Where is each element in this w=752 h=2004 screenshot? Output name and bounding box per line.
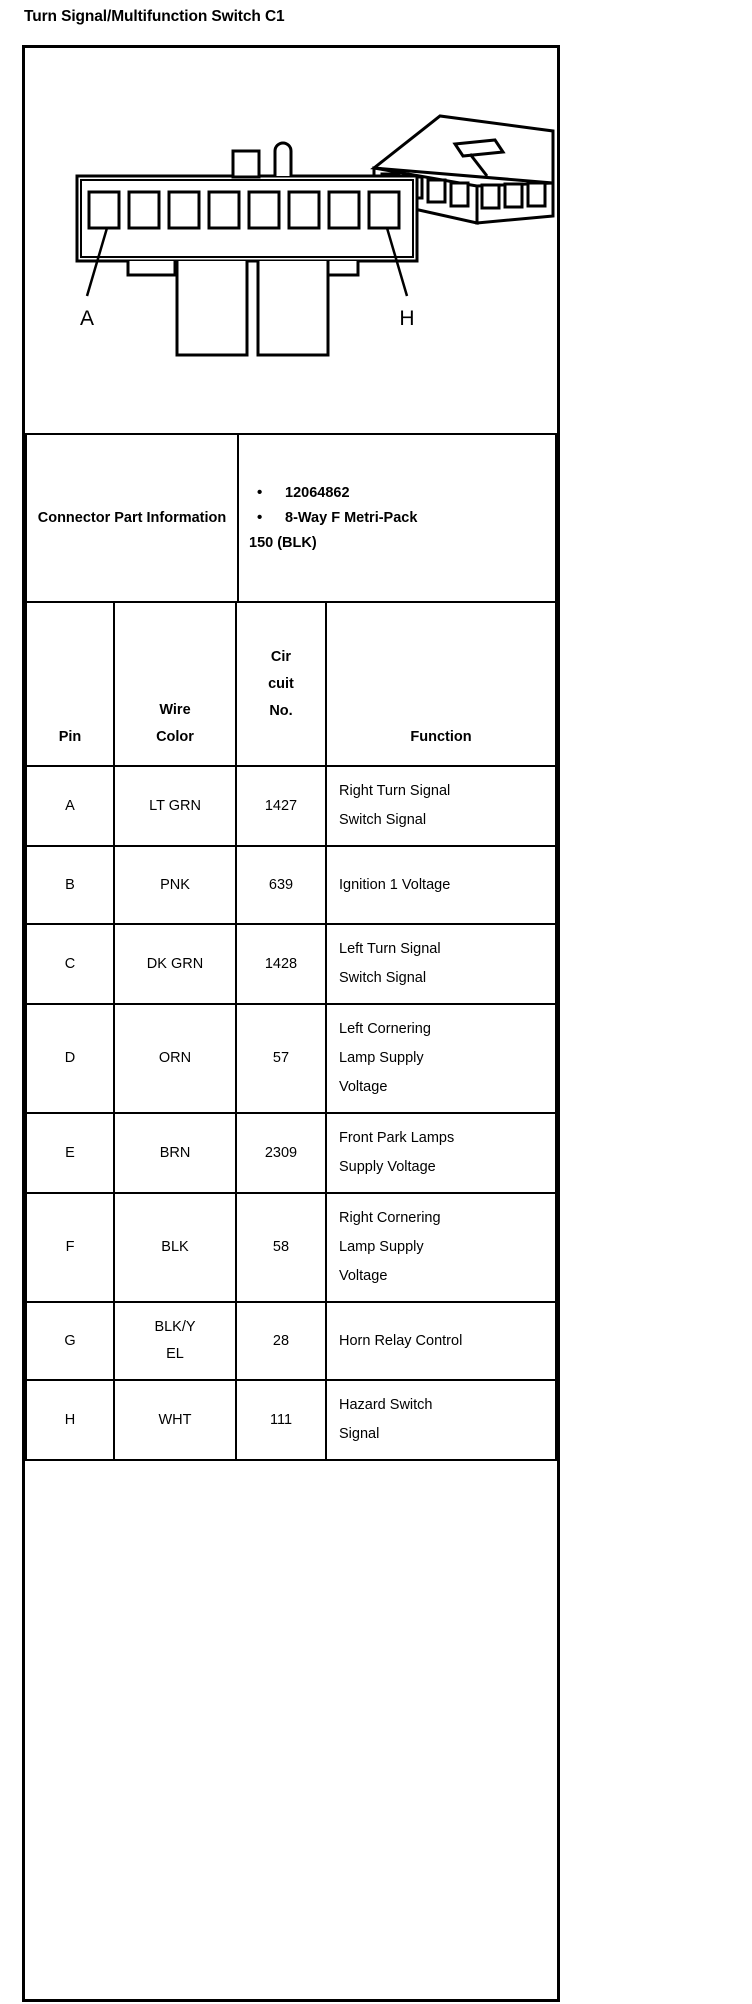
column-header-wire-color: Wire Color [113,601,237,767]
cell-wire-color: WHT [113,1379,237,1461]
column-header-circuit-line1: Cir [270,648,292,665]
cell-pin: E [25,1112,115,1194]
cell-wire-color: BLK [113,1192,237,1303]
wire-color-line: LT GRN [149,797,201,814]
connector-part-information-section: Connector Part Information 12064862 8-Wa… [25,433,557,603]
cell-wire-color: LT GRN [113,765,237,847]
wire-color-line: BRN [159,1144,191,1161]
cell-circuit-no: 2309 [235,1112,327,1194]
cell-pin: C [25,923,115,1005]
function-line: Supply Voltage [339,1159,436,1175]
cell-circuit-no: 1428 [235,923,327,1005]
function-line: Front Park Lamps [339,1130,455,1146]
pin-table-section: Pin Wire Color Cir cuit No. Function A LT… [25,601,557,1461]
wire-color-line: BLK [161,1239,189,1255]
page-title: Turn Signal/Multifunction Switch C1 [24,8,285,25]
cell-wire-color: DK GRN [113,923,237,1005]
function-line: Right Cornering [339,1210,441,1226]
function-line: Voltage [339,1268,388,1284]
cell-wire-color: BRN [113,1112,237,1194]
cell-wire-color: BLK/Y EL [113,1301,237,1381]
connector-part-information-values: 12064862 8-Way F Metri-Pack 150 (BLK) [237,433,557,603]
cell-pin: F [25,1192,115,1303]
pin-table: Pin Wire Color Cir cuit No. Function A LT… [25,601,557,1461]
cell-circuit-no: 111 [235,1379,327,1461]
function-line: Horn Relay Control [339,1332,463,1349]
cell-wire-color: PNK [113,845,237,925]
cavity-label-a: A [80,307,94,330]
connector-diagram-svg: A H [75,114,555,357]
connector-diagram: A H [25,48,557,433]
cell-wire-color: ORN [113,1003,237,1114]
column-header-circuit-line2: cuit [268,675,294,692]
function-line: Lamp Supply [339,1239,424,1255]
function-line: Switch Signal [339,970,427,986]
connector-detail-frame: A H Connector Part Information 12064862 … [22,45,560,2002]
connector-face-view [75,141,419,357]
function-line: Signal [339,1426,380,1442]
table-row: G BLK/Y EL 28 Horn Relay Control [25,1301,557,1381]
connector-part-information-label: Connector Part Information [25,433,239,603]
connector-part-information-table: Connector Part Information 12064862 8-Wa… [25,433,557,603]
connector-part-information-row: Connector Part Information 12064862 8-Wa… [25,433,557,603]
cell-circuit-no: 639 [235,845,327,925]
table-row: B PNK 639 Ignition 1 Voltage [25,845,557,925]
function-line: Switch Signal [339,812,427,828]
cell-circuit-no: 58 [235,1192,327,1303]
column-header-circuit-no: Cir cuit No. [235,601,327,767]
cell-pin: G [25,1301,115,1381]
function-line: Hazard Switch [339,1397,433,1413]
wire-color-line: BLK/Y [154,1319,196,1335]
function-line: Lamp Supply [339,1050,424,1066]
pin-table-header-row: Pin Wire Color Cir cuit No. Function [25,601,557,767]
function-line: Right Turn Signal [339,783,451,799]
column-header-circuit-line3: No. [269,702,293,719]
cell-pin: H [25,1379,115,1461]
cell-pin: B [25,845,115,925]
column-header-wire-color-line1: Wire [159,702,191,718]
wire-color-line: PNK [160,876,190,893]
cell-function: Horn Relay Control [325,1301,557,1381]
cell-circuit-no: 1427 [235,765,327,847]
function-line: Ignition 1 Voltage [339,876,451,893]
leader-line-h [385,227,409,297]
cell-pin: A [25,765,115,847]
column-header-function: Function [325,601,557,767]
wire-color-line: EL [166,1346,184,1362]
column-header-pin: Pin [25,601,115,767]
leader-line-a [85,227,109,297]
function-line: Left Turn Signal [339,941,441,957]
part-number-bullet: 12064862 [239,480,555,506]
connector-type-continuation: 150 (BLK) [249,534,317,551]
cell-circuit-no: 28 [235,1301,327,1381]
cell-circuit-no: 57 [235,1003,327,1114]
wire-color-line: DK GRN [146,955,204,972]
column-header-wire-color-line2: Color [156,729,194,745]
function-line: Voltage [339,1079,388,1095]
function-line: Left Cornering [339,1021,431,1037]
cell-pin: D [25,1003,115,1114]
cell-function: Ignition 1 Voltage [325,845,557,925]
cavity-label-h: H [399,307,414,330]
wire-color-line: WHT [158,1411,192,1428]
connector-type-bullet: 8-Way F Metri-Pack [239,505,555,531]
wire-color-line: ORN [158,1050,192,1066]
